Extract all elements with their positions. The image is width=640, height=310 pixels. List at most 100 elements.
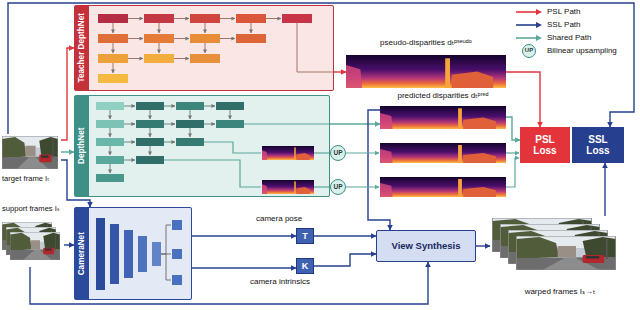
figure-part [346, 152, 379, 153]
figure-part [174, 18, 189, 19]
node-label: SSL Loss [583, 134, 613, 157]
figure-part [124, 124, 135, 125]
figure-part [216, 102, 244, 110]
figure-part [346, 186, 379, 187]
figure-part [96, 120, 124, 128]
node-label: UP [333, 183, 342, 190]
flow-arrow [476, 245, 490, 246]
figure-part [262, 180, 314, 194]
figure-part [161, 225, 171, 280]
legend-sample: UP [514, 45, 544, 57]
flow-arrow [314, 235, 376, 236]
figure-part [150, 128, 151, 137]
disparity-image: predicted disparities dₜᵖʳᵉᵈ [380, 91, 506, 129]
flow-arrow [64, 244, 74, 245]
figure-part [98, 54, 128, 63]
figure-part [124, 230, 133, 278]
node-label: K [302, 261, 309, 271]
figure-part [216, 120, 244, 128]
depth-network: DepthNet [74, 95, 330, 197]
network-fills [74, 5, 334, 300]
figure-part [204, 106, 215, 107]
figure-part [124, 142, 135, 143]
flow-arrow [330, 123, 380, 124]
figure-part [176, 138, 204, 146]
disparity-maps [262, 55, 506, 197]
node-label: target frame Iₜ [1, 175, 49, 184]
figure-part [136, 102, 164, 110]
legend-text: Bilinear upsampling [547, 46, 617, 55]
figure-part [96, 102, 124, 110]
figure-part [251, 23, 252, 33]
parameter-box: K [296, 258, 314, 274]
legend-row: UP Bilinear upsampling [514, 44, 617, 57]
node-label: predicted disparities dₜᵖʳᵉᵈ [397, 91, 488, 100]
input-image: support frames Iₛ [1, 205, 64, 267]
figure-part [172, 220, 182, 230]
figure-part [230, 110, 231, 119]
figure-part [113, 43, 114, 53]
loss-box: SSL Loss [572, 127, 624, 163]
figure-part [128, 38, 143, 39]
figure-part [10, 232, 60, 260]
process-box: View Synthesis [376, 230, 476, 262]
figure-part [113, 63, 114, 73]
legend-text: Shared Path [547, 33, 591, 42]
node-label: DepthNet [77, 128, 86, 164]
figure-part [113, 23, 114, 33]
figure-part [205, 23, 206, 33]
figure-part [205, 43, 206, 53]
figure-part [282, 14, 312, 23]
name-band: Teacher DepthNet [75, 6, 89, 90]
figure-part [136, 138, 164, 146]
figure-part [159, 43, 160, 53]
figure-part [128, 58, 143, 59]
figure-part [380, 177, 506, 197]
figure-part [159, 23, 160, 33]
upsample-circle: UP [330, 179, 346, 195]
figure-part [236, 14, 266, 23]
flow-arrow [604, 163, 605, 216]
figure-part [136, 120, 164, 128]
depthnet-layers [110, 106, 329, 187]
figure-part [297, 23, 298, 72]
figure-part [346, 55, 506, 88]
figure-part [172, 249, 182, 259]
figure-part [144, 34, 174, 43]
figure-part [314, 152, 330, 153]
node-label: Teacher DepthNet [77, 13, 86, 82]
disparity-image: pseudo-disparities dₜᵖˢᵉᵘᵈᵒ [346, 38, 506, 88]
figure-part [174, 38, 189, 39]
flow-arrow [334, 71, 346, 72]
legend-text: PSL Path [547, 7, 581, 16]
node-label: CameraNet [77, 232, 86, 275]
upsample-symbol: UP [522, 44, 536, 58]
annotation-label: camera intrinsics [250, 277, 310, 286]
figure-part [98, 14, 128, 23]
figure-part [110, 224, 119, 284]
figure-part [96, 174, 124, 182]
flow-arrow [192, 267, 296, 268]
legend-row: SSL Path [514, 18, 617, 31]
figure-part [220, 18, 235, 19]
teacher-layers [113, 19, 333, 74]
figure-part [176, 102, 204, 110]
figure-part [150, 110, 151, 119]
figure-part [380, 106, 506, 129]
figure-part [96, 138, 124, 146]
figure-part [98, 34, 128, 43]
figure-part [144, 54, 174, 63]
figure-part [96, 156, 124, 164]
figure-part [138, 236, 147, 272]
figure-part [190, 14, 220, 23]
figure-part [314, 186, 330, 187]
figure-part [236, 34, 266, 43]
node-label: PSL Loss [530, 134, 560, 157]
figure-part [74, 5, 334, 91]
warped-photos [492, 218, 616, 270]
figure-part [144, 14, 174, 23]
legend-line [515, 34, 543, 42]
node-label: pseudo-disparities dₜᵖˢᵉᵘᵈᵒ [380, 38, 472, 47]
figure-part [220, 38, 235, 39]
